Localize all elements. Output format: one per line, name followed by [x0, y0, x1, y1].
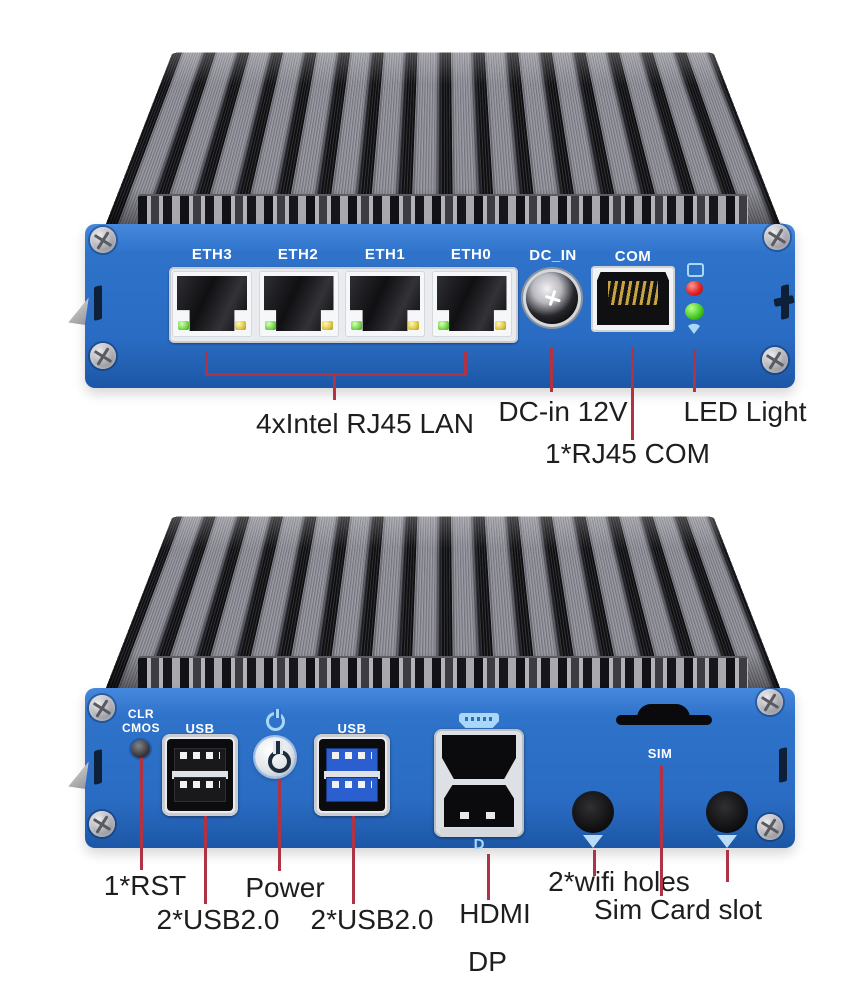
- sim-annotation: Sim Card slot: [593, 894, 763, 925]
- link-led-green: [437, 321, 449, 330]
- hdmi-annotation: HDMI: [459, 898, 531, 929]
- usb-divider: [324, 771, 380, 779]
- four-point-star-icon: [548, 289, 556, 307]
- usb-port-icon: [326, 748, 378, 773]
- status-led-green: [685, 303, 704, 320]
- port-lip: [440, 828, 518, 837]
- lan-annotation: 4xIntel RJ45 LAN: [256, 408, 474, 439]
- power-button: [255, 737, 295, 777]
- usb2-annotation: 2*USB2.0: [156, 904, 280, 935]
- sim-card-slot: [616, 704, 712, 730]
- power-callout-line: [278, 779, 281, 871]
- link-led-yellow: [321, 321, 333, 330]
- link-led-green: [351, 321, 362, 330]
- usb-cavity: [167, 739, 233, 811]
- rj45-lan-port: [431, 271, 512, 337]
- usb3-port-label: USB: [337, 721, 367, 736]
- screw-icon: [89, 695, 115, 721]
- eth2-port-label: ETH2: [277, 246, 319, 263]
- side-notch: [94, 749, 102, 785]
- dp-annotation: DP: [468, 946, 507, 977]
- dc-in-port-label: DC_IN: [529, 247, 577, 264]
- dc-annotation: DC-in 12V: [498, 396, 628, 427]
- screw-icon: [764, 224, 790, 250]
- wifi-mark-icon: [717, 835, 737, 848]
- wifi-callout-line-right: [726, 850, 729, 882]
- hdmi-icon: [459, 713, 499, 728]
- gold-pins: [608, 281, 658, 305]
- rj45-lan-port: [345, 271, 425, 337]
- led-callout-line: [693, 350, 696, 392]
- com-annotation: 1*RJ45 COM: [545, 438, 710, 469]
- usb3-ports: [314, 734, 390, 816]
- screw-icon: [757, 814, 783, 840]
- link-led-yellow: [235, 321, 246, 330]
- usb2-port-label: USB: [185, 721, 215, 736]
- side-notch: [94, 285, 102, 321]
- led-annotation: LED Light: [683, 396, 807, 427]
- link-led-green: [264, 321, 276, 330]
- power-symbol-icon: [266, 709, 285, 731]
- usb3-annotation: 2*USB2.0: [310, 904, 434, 935]
- clr-cmos-label: CLR CMOS: [122, 707, 160, 736]
- dc-barrel-jack: [526, 272, 578, 324]
- usb-port-icon: [174, 777, 226, 802]
- screw-icon: [90, 343, 116, 369]
- eth1-port-label: ETH1: [364, 246, 406, 263]
- rst-callout-line: [140, 758, 143, 870]
- rj45-lan-port: [258, 271, 339, 337]
- lan-callout-line: [333, 373, 336, 400]
- link-led-green: [178, 321, 189, 330]
- hdmi-callout-line: [487, 854, 490, 900]
- wifi-led-icon: [688, 323, 700, 334]
- power-annotation: Power: [245, 872, 325, 903]
- rj45-jack-icon: [597, 272, 669, 325]
- rj45-com-port: [591, 266, 675, 332]
- wifi-mark-icon: [583, 835, 603, 848]
- dp-pin: [460, 812, 469, 819]
- com-port-label: COM: [614, 248, 652, 265]
- usb2-ports: [162, 734, 238, 816]
- rj45-lan-port: [172, 271, 252, 337]
- hdd-led-icon: [687, 263, 704, 277]
- power-glyph-bar: [273, 741, 283, 754]
- link-led-yellow: [494, 321, 506, 330]
- dc-callout-line: [550, 348, 553, 392]
- eth3-port-label: ETH3: [191, 246, 233, 263]
- hdmi-port: [442, 735, 516, 779]
- wifi-annotation: 2*wifi holes: [548, 866, 690, 897]
- screw-icon: [762, 347, 788, 373]
- eth0-port-label: ETH0: [450, 246, 492, 263]
- wifi-antenna-hole: [706, 791, 748, 833]
- wifi-callout-line-left: [593, 850, 596, 876]
- com-callout-line: [631, 348, 634, 440]
- screw-icon: [90, 227, 116, 253]
- usb-divider: [172, 771, 228, 779]
- lan-callout-bracket: [205, 352, 467, 376]
- screw-icon: [757, 689, 783, 715]
- usb-port-icon: [174, 748, 226, 773]
- sim-callout-line: [660, 766, 663, 896]
- sim-label: SIM: [647, 746, 673, 761]
- dp-pin: [486, 812, 495, 819]
- usb2-callout-line: [204, 816, 207, 904]
- link-led-yellow: [408, 321, 419, 330]
- wifi-antenna-hole: [572, 791, 614, 833]
- displayport-logo-icon: D: [473, 836, 485, 853]
- screw-icon: [89, 811, 115, 837]
- power-led-red: [686, 281, 703, 296]
- usb-port-icon: [326, 777, 378, 802]
- usb-cavity: [319, 739, 385, 811]
- side-notch: [779, 747, 787, 783]
- rst-annotation: 1*RST: [103, 870, 187, 901]
- reset-button: [131, 740, 150, 758]
- sim-slot-opening: [616, 715, 712, 725]
- dp-port: [444, 785, 514, 827]
- usb3-callout-line: [352, 816, 355, 904]
- sim-slot-bump: [637, 704, 690, 718]
